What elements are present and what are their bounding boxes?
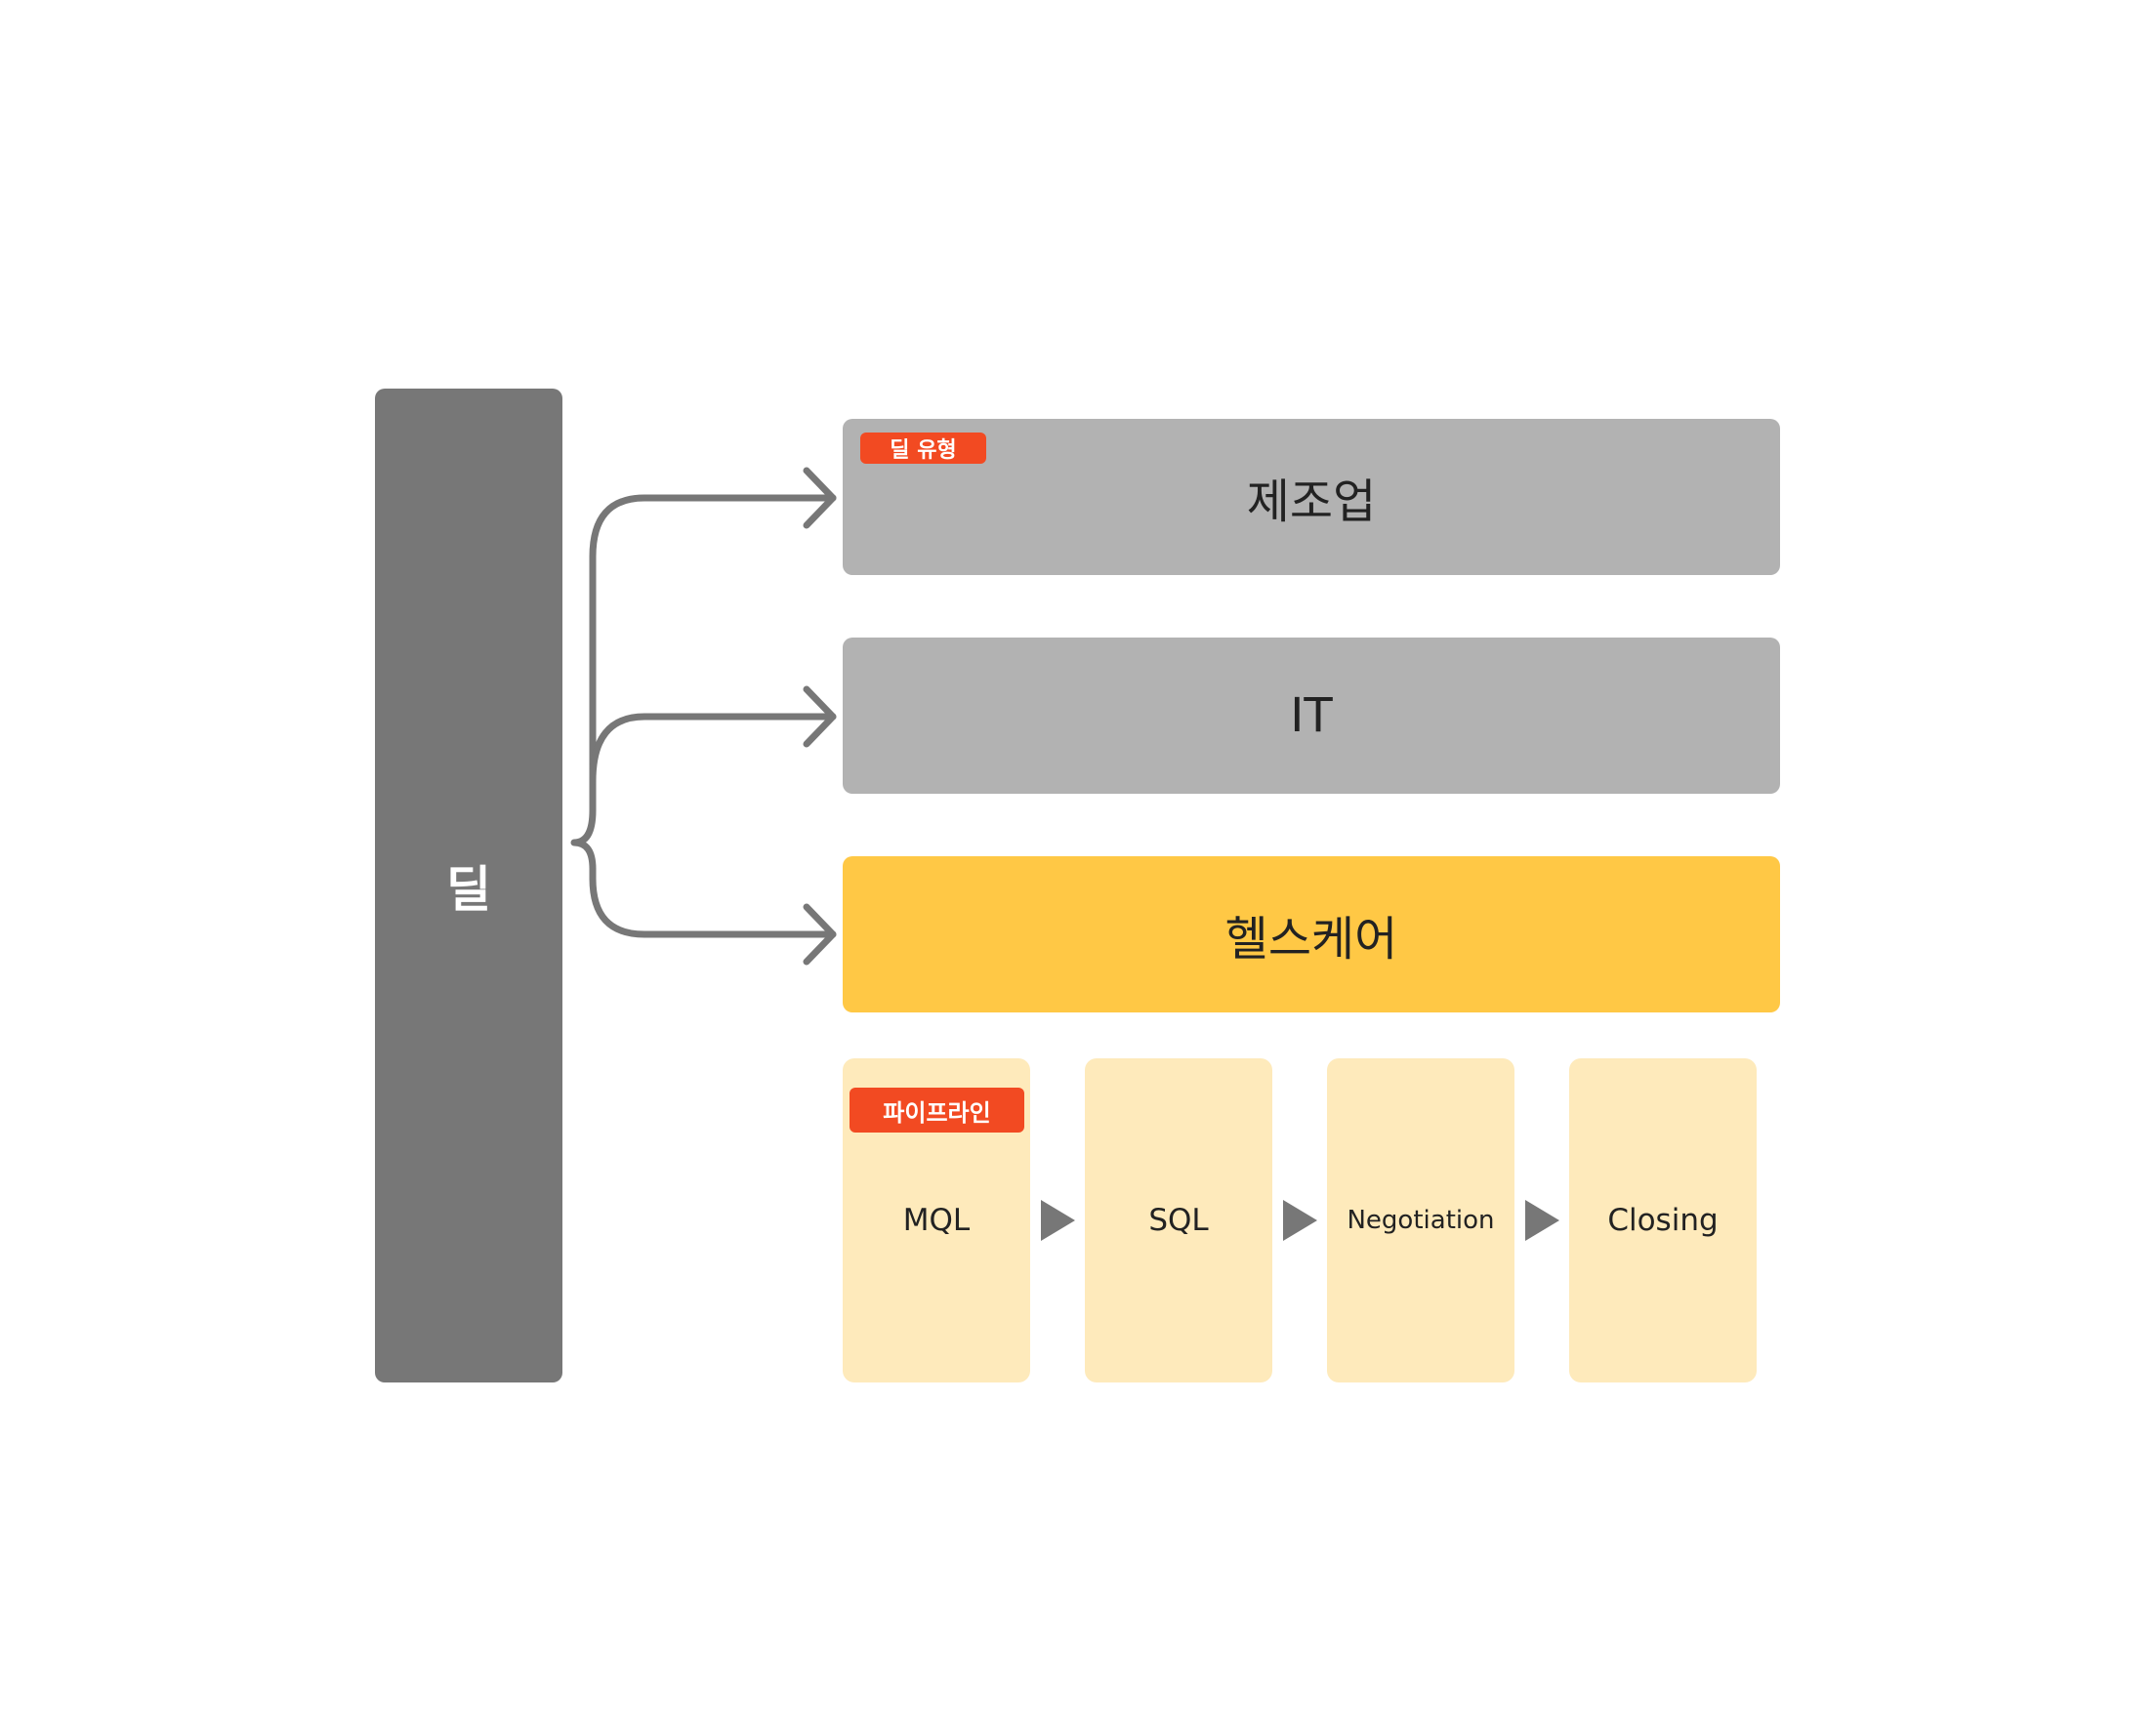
deal-type-badge: 딜 유형 — [860, 433, 986, 464]
play-arrow-icon — [1041, 1200, 1075, 1241]
pipeline-stage-negotiation: Negotiation — [1327, 1058, 1514, 1382]
stage-label: Closing — [1607, 1203, 1719, 1238]
deal-type-label: 제조업 — [1246, 474, 1377, 529]
pipeline-stage-closing: Closing — [1569, 1058, 1757, 1382]
deal-root-box: 딜 — [375, 389, 562, 1382]
stage-label: MQL — [902, 1203, 971, 1238]
deal-type-healthcare: 헬스케어 — [843, 856, 1780, 1012]
play-arrow-icon — [1283, 1200, 1317, 1241]
branch-to-it — [589, 713, 837, 785]
arrow-head-icon — [803, 903, 837, 966]
arrow-head-icon — [803, 685, 837, 748]
brace-path — [570, 494, 837, 938]
deal-type-label: 헬스케어 — [1224, 912, 1398, 967]
deal-type-it: IT — [843, 638, 1780, 794]
pipeline-badge: 파이프라인 — [850, 1088, 1024, 1133]
play-arrow-icon — [1525, 1200, 1559, 1241]
deal-root-label: 딜 — [446, 861, 491, 918]
stage-label: SQL — [1148, 1203, 1209, 1238]
pipeline-stage-sql: SQL — [1085, 1058, 1272, 1382]
deal-type-manufacturing: 제조업 — [843, 419, 1780, 575]
stage-label: Negotiation — [1347, 1206, 1495, 1235]
arrow-head-icon — [803, 467, 837, 529]
deal-type-label: IT — [1290, 688, 1333, 743]
